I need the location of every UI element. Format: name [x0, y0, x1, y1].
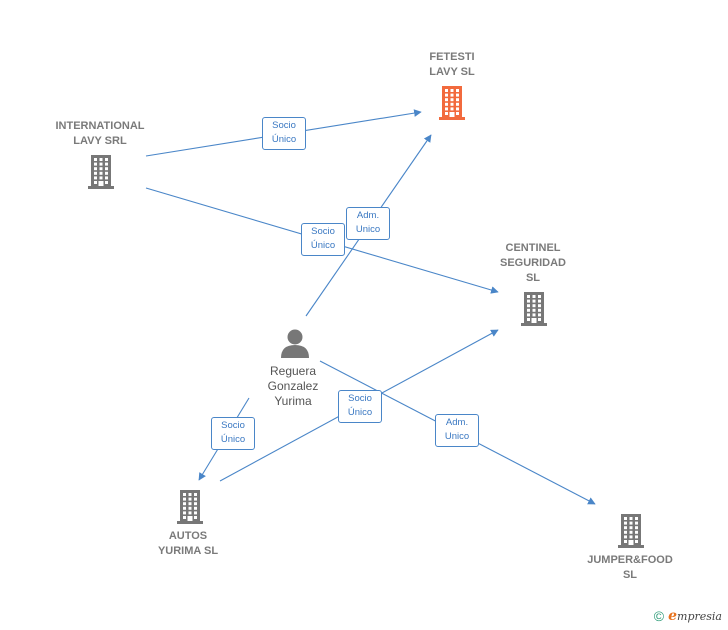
reguera-person-icon[interactable] — [281, 329, 309, 359]
node-label-jumper[interactable]: JUMPER&FOOD SL — [587, 554, 673, 581]
brand-watermark: © empresia — [654, 608, 722, 624]
copyright-icon: © — [653, 608, 665, 624]
node-label-centinel[interactable]: CENTINEL SEGURIDAD SL — [499, 242, 566, 284]
node-label-reguera[interactable]: Reguera Gonzalez Yurima — [267, 364, 319, 408]
node-label-fetesti[interactable]: FETESTI LAVY SL — [429, 51, 475, 78]
autos-building-icon[interactable] — [177, 490, 203, 524]
brand-name: empresia — [668, 608, 722, 624]
edge-label-reguera-to-autos[interactable]: Socio Único — [211, 417, 255, 450]
node-label-autos[interactable]: AUTOS YURIMA SL — [157, 530, 219, 557]
edge-label-reguera-to-fetesti[interactable]: Adm. Unico — [346, 207, 390, 240]
edge-label-international-to-fetesti[interactable]: Socio Único — [262, 117, 306, 150]
centinel-building-icon[interactable] — [521, 292, 547, 326]
node-label-international[interactable]: INTERNATIONAL LAVY SRL — [55, 120, 145, 147]
fetesti-building-icon[interactable] — [439, 86, 465, 120]
edge-label-autos-to-centinel[interactable]: Socio Único — [338, 390, 382, 423]
edge-label-reguera-to-jumper[interactable]: Adm. Unico — [435, 414, 479, 447]
international-building-icon[interactable] — [88, 155, 114, 189]
jumper-building-icon[interactable] — [618, 514, 644, 548]
edge-label-international-to-centinel[interactable]: Socio Único — [301, 223, 345, 256]
